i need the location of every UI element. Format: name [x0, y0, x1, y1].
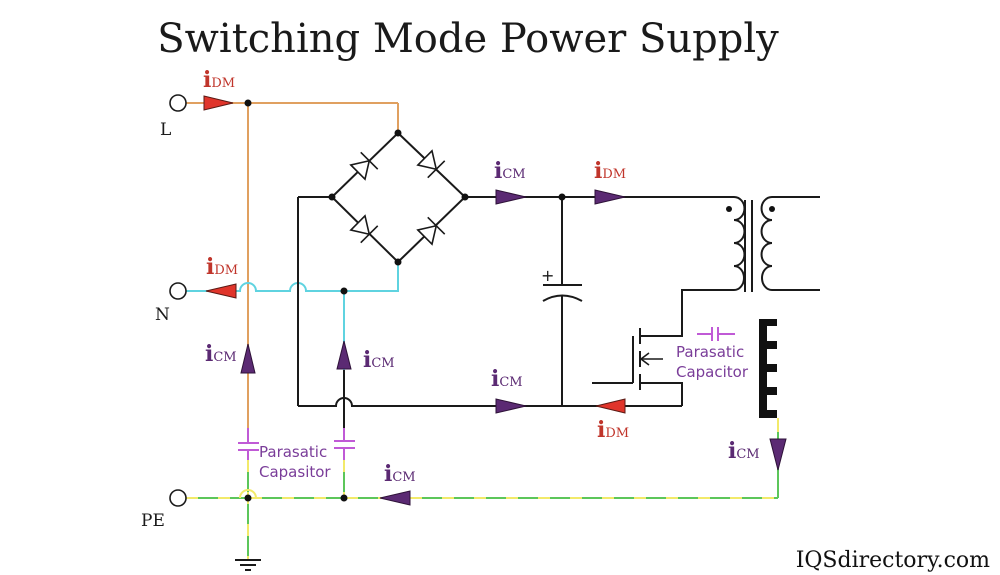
cm-arrow-dc-minus [495, 398, 527, 414]
dm-arrow-neutral [205, 283, 237, 299]
switch-parasitic-capacitor: Parasatic Capacitor [676, 327, 749, 381]
mosfet-switch [592, 328, 663, 390]
y-capacitor-neutral [334, 428, 355, 460]
label-icm-neutral: iCM [363, 347, 395, 373]
secondary-dot-icon [769, 206, 775, 212]
pe-terminal-label: PE [141, 511, 165, 531]
line-terminal-label: L [160, 120, 171, 140]
svg-text:iCM: iCM [384, 461, 416, 487]
brand-watermark: IQSdirectory.com [796, 548, 990, 573]
label-idm-neutral: iDM [206, 254, 238, 280]
switch-parasitic-label-1: Parasatic [676, 343, 744, 361]
bridge-rectifier [330, 131, 467, 264]
svg-text:iDM: iDM [206, 254, 238, 280]
label-icm-dc-plus: iCM [494, 158, 526, 184]
label-icm-dc-minus: iCM [491, 366, 523, 392]
cm-arrow-line-vertical [240, 343, 256, 374]
earth-ground-icon [235, 559, 261, 571]
primary-dot-icon [726, 206, 732, 212]
label-icm-heatsink: iCM [728, 438, 760, 464]
bulk-capacitor: + [541, 266, 583, 302]
svg-text:iDM: iDM [203, 67, 235, 93]
label-idm-return: iDM [597, 417, 629, 443]
cm-arrow-earth [379, 490, 411, 506]
transformer [726, 196, 775, 292]
dm-arrow-dc-plus [594, 189, 626, 205]
y-capacitor-line [238, 428, 259, 460]
switch-parasitic-label-2: Capacitor [676, 363, 749, 381]
dc-wires [297, 196, 820, 428]
svg-text:iDM: iDM [597, 417, 629, 443]
line-terminal[interactable] [169, 94, 187, 112]
y-parasitic-label-1: Parasatic [259, 443, 327, 461]
svg-text:iDM: iDM [594, 158, 626, 184]
dm-arrow-return [595, 398, 626, 414]
polarity-plus-label: + [541, 266, 554, 285]
earth-wire [186, 418, 779, 560]
page-title: Switching Mode Power Supply [157, 16, 779, 62]
neutral-terminal[interactable] [169, 282, 187, 300]
cm-arrow-heatsink [769, 438, 787, 471]
svg-text:iCM: iCM [491, 366, 523, 392]
cm-arrow-dc-plus [495, 189, 527, 205]
label-icm-earth: iCM [384, 461, 416, 487]
cm-arrow-neutral-vertical [336, 340, 352, 370]
heatsink-icon [759, 319, 777, 418]
svg-text:iCM: iCM [205, 341, 237, 367]
label-icm-line: iCM [205, 341, 237, 367]
dm-arrow-line [203, 95, 234, 111]
neutral-terminal-label: N [155, 305, 170, 325]
junctions [244, 99, 566, 502]
pe-terminal[interactable] [169, 489, 187, 507]
svg-text:iCM: iCM [363, 347, 395, 373]
svg-text:iCM: iCM [728, 438, 760, 464]
label-idm-dc-plus: iDM [594, 158, 626, 184]
y-parasitic-label-2: Capasitor [259, 463, 331, 481]
label-idm-line: iDM [203, 67, 235, 93]
svg-text:iCM: iCM [494, 158, 526, 184]
